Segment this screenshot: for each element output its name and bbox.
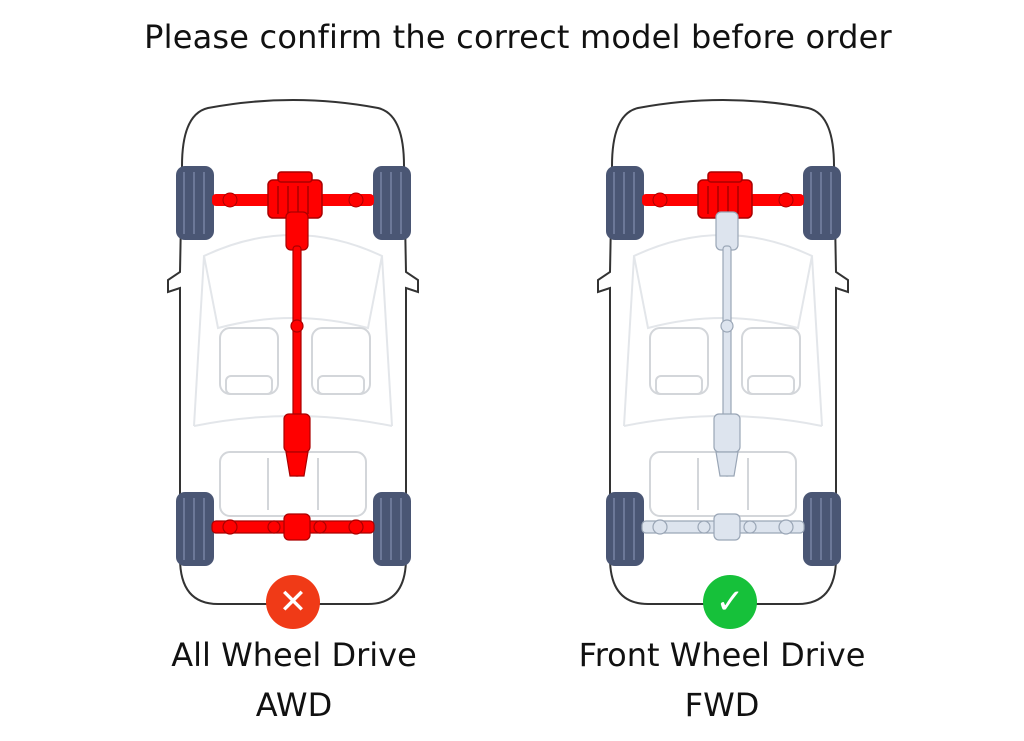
fwd-model-name: Front Wheel Drive (578, 636, 866, 674)
wheel-front-right (373, 166, 411, 240)
page-title: Please confirm the correct model before … (144, 18, 892, 56)
seat-front-right (311, 327, 371, 395)
awd-car-diagram (167, 96, 419, 606)
wheel-front-left (176, 166, 214, 240)
awd-model-abbr: AWD (255, 686, 333, 724)
drive-shaft (283, 211, 311, 477)
rear-axle (211, 513, 375, 541)
engine-block (267, 171, 323, 219)
wheel-rear-left (606, 492, 644, 566)
rear-bench-seat (219, 451, 367, 517)
awd-model-name: All Wheel Drive (171, 636, 417, 674)
seat-front-left (649, 327, 709, 395)
wheel-rear-right (373, 492, 411, 566)
cross-icon: ✕ (266, 575, 320, 629)
seat-front-left (219, 327, 279, 395)
checkmark-icon: ✓ (703, 575, 757, 629)
fwd-car-diagram (597, 96, 849, 606)
wheel-front-right (803, 166, 841, 240)
wheel-rear-left (176, 492, 214, 566)
rear-axle (641, 513, 805, 541)
drive-shaft (713, 211, 741, 477)
wheel-rear-right (803, 492, 841, 566)
fwd-model-abbr: FWD (684, 686, 760, 724)
wheel-front-left (606, 166, 644, 240)
seat-front-right (741, 327, 801, 395)
engine-block (697, 171, 753, 219)
